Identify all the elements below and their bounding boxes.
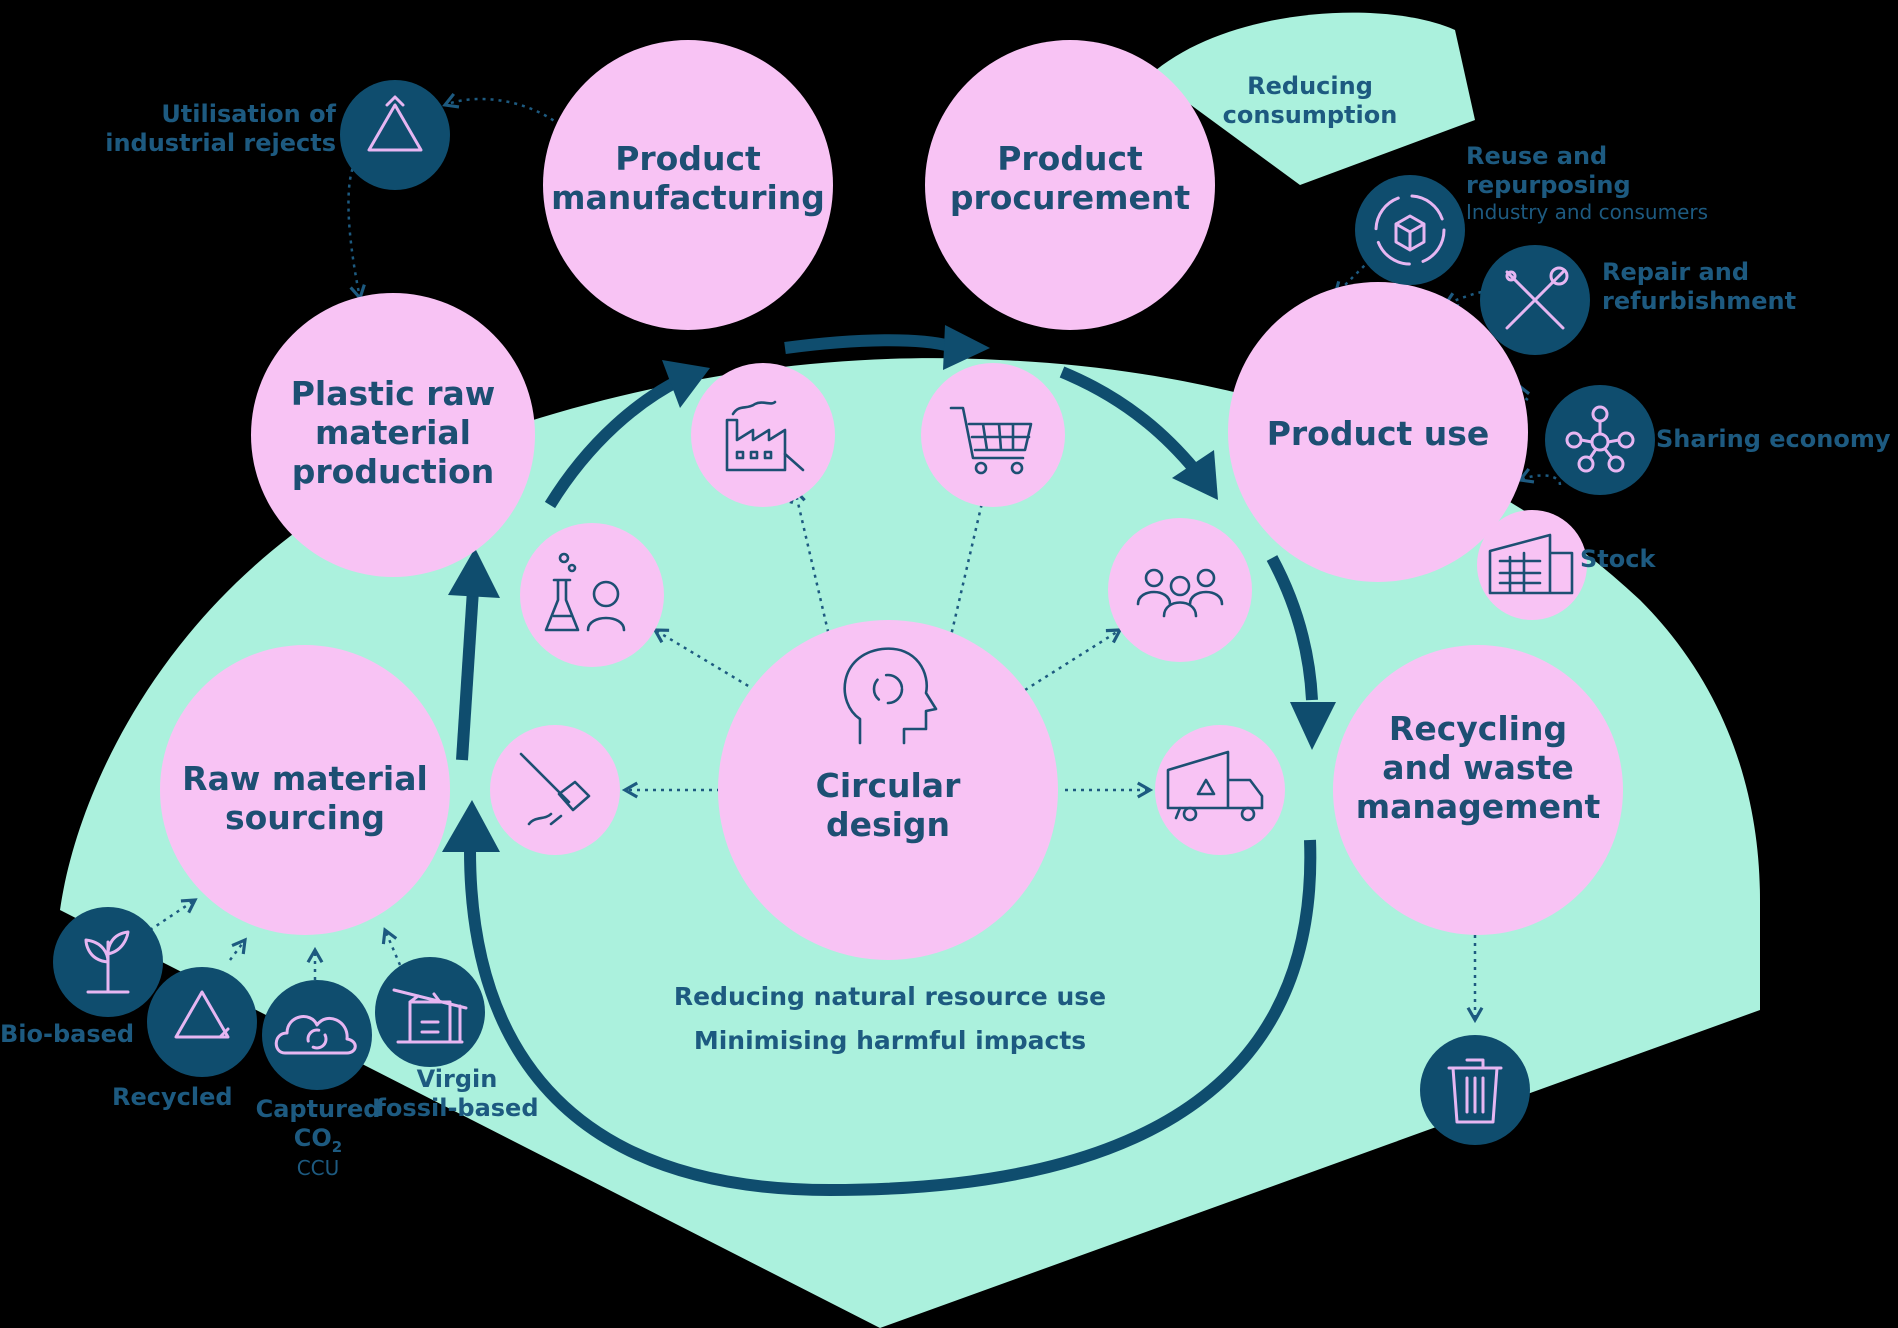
recycling-truck-icon	[1166, 750, 1264, 822]
recycling-node	[1333, 645, 1623, 935]
cart-circle	[921, 363, 1065, 507]
people-group-icon	[1136, 568, 1224, 618]
virgin-fossil-label: Virgin fossil-based	[375, 1065, 539, 1122]
product-use-label: Product use	[1266, 414, 1490, 453]
flask-circle	[520, 523, 664, 667]
plastic-production-node	[251, 293, 535, 577]
wrench-screwdriver-icon	[1505, 266, 1569, 330]
captured-icon-circle	[262, 980, 372, 1090]
trash-bin-icon	[1447, 1058, 1503, 1124]
oil-pump-icon	[392, 988, 468, 1044]
factory-icon	[725, 400, 805, 472]
manufacturing-node	[543, 40, 833, 330]
reuse-icon-circle	[1355, 175, 1465, 285]
utilisation-label: Utilisation of industrial rejects	[105, 100, 336, 157]
procurement-label: Product procurement	[949, 139, 1191, 217]
raw-sourcing-node	[160, 645, 450, 935]
stock-circle	[1477, 510, 1587, 620]
network-people-icon	[1565, 405, 1635, 473]
product-use-node	[1228, 282, 1528, 582]
co2-base: CO	[293, 1123, 332, 1152]
procurement-node	[925, 40, 1215, 330]
captured-co2-label: Captured CO2 CCU	[248, 1095, 388, 1180]
recycle-icon	[174, 990, 230, 1039]
flow-arrowhead-4	[1172, 450, 1218, 500]
flow-arrowhead-3	[943, 325, 990, 370]
sharing-icon-circle	[1545, 385, 1655, 495]
box-cycle-icon	[1374, 194, 1446, 266]
flow-arrowhead-back	[442, 800, 500, 852]
hammer-icon	[519, 752, 591, 826]
flow-arc-back	[464, 839, 1317, 1197]
sprout-icon	[84, 930, 130, 994]
reuse-label: Reuse and repurposing Industry and consu…	[1466, 142, 1736, 224]
recycled-icon-circle	[147, 967, 257, 1077]
sharing-economy-label: Sharing economy	[1656, 425, 1891, 453]
virgin-icon-circle	[375, 957, 485, 1067]
people-circle	[1108, 518, 1252, 662]
flow-arrow-4	[1059, 366, 1200, 474]
bio-based-label: Bio-based	[0, 1020, 135, 1048]
warehouse-icon	[1488, 533, 1574, 595]
design-influence-arrows	[621, 486, 1154, 799]
flask-person-icon	[544, 552, 626, 632]
flow-arrow-5	[1266, 555, 1318, 701]
repair-label: Repair and refurbishment	[1602, 258, 1797, 315]
utilisation-icon-circle	[340, 80, 450, 190]
manufacturing-label: Product manufacturing	[551, 139, 825, 217]
co2-text: CO2	[293, 1123, 342, 1156]
raw-sourcing-label: Raw material sourcing	[182, 759, 428, 837]
ccu-text: CCU	[296, 1155, 340, 1180]
head-cycle-icon	[843, 647, 938, 745]
truck-circle	[1155, 725, 1285, 855]
flow-arrowhead-2	[662, 360, 710, 408]
recycled-label: Recycled	[112, 1083, 233, 1111]
cloud-cycle-icon	[274, 1015, 357, 1055]
flow-arrowhead-1	[448, 548, 500, 598]
reducing-consumption-label: Reducing consumption	[1222, 72, 1398, 129]
reducing-consumption-wedge	[1150, 12, 1475, 185]
flow-arrow-3	[784, 334, 952, 354]
flow-arrow-1	[456, 589, 479, 761]
plastic-production-label: Plastic raw material production	[290, 374, 496, 491]
captured-text: Captured	[255, 1095, 381, 1123]
reuse-subtitle: Industry and consumers	[1466, 199, 1709, 224]
goal-reduce-resources: Reducing natural resource use	[673, 982, 1107, 1011]
recycling-label: Recycling and waste management	[1355, 709, 1601, 826]
co2-subscript: 2	[331, 1137, 343, 1156]
circular-design-label: Circular design	[815, 766, 961, 844]
goal-minimise-impacts: Minimising harmful impacts	[693, 1026, 1087, 1055]
shopping-cart-icon	[949, 406, 1033, 475]
hammer-circle	[490, 725, 620, 855]
stock-label: Stock	[1580, 545, 1656, 573]
recycle-icon	[367, 95, 423, 152]
flow-arrowhead-5	[1290, 702, 1336, 750]
reuse-title: Reuse and repurposing	[1466, 142, 1631, 199]
flow-arrow-2	[544, 374, 683, 509]
circular-design-node	[718, 620, 1058, 960]
